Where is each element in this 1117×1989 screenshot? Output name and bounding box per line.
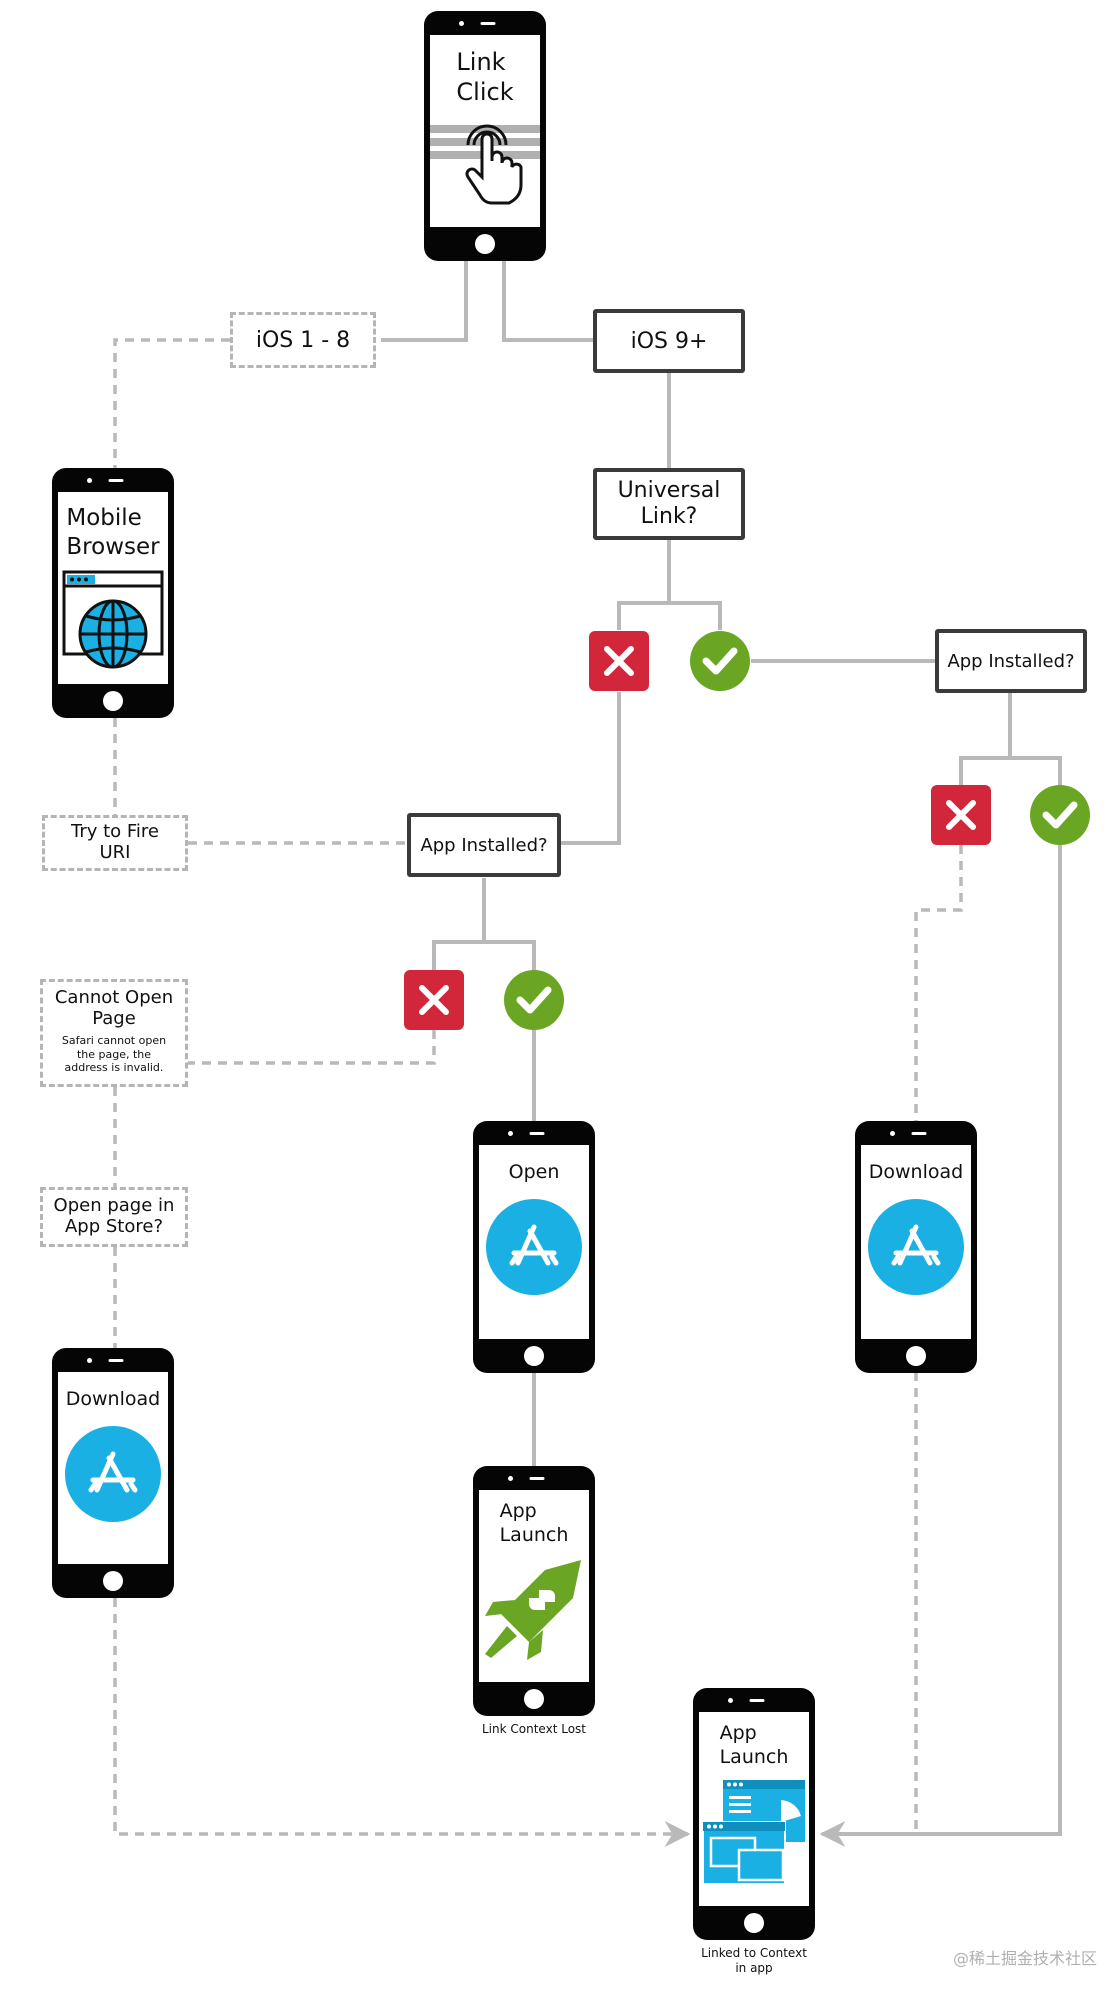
ios-new-label: iOS 9+ (630, 328, 708, 354)
app-launch-center-label: App Launch (499, 1500, 569, 1546)
universal-branch-ok-line (669, 601, 722, 630)
download-left-label: Download (65, 1388, 161, 1410)
universal-link-label: Universal Link? (617, 477, 721, 529)
watermark: @稀土掘金技术社区 (952, 1949, 1097, 1968)
download-left-to-launch-dashed (113, 1598, 691, 1847)
installed-center-branch-ok-line (484, 940, 536, 970)
installed-center-branch-line (432, 878, 486, 970)
app-store-icon (868, 1198, 964, 1295)
ios-new-node: iOS 9+ (593, 309, 745, 373)
open-app-store-node: Open page in App Store? (40, 1187, 188, 1247)
open-phone: Open (473, 1121, 595, 1373)
app-installed-right-node: App Installed? (935, 629, 1087, 693)
installed-right-branch-ok-line (1010, 756, 1062, 785)
browser-globe-icon (62, 570, 164, 676)
open-app-store-label: Open page in App Store? (53, 1195, 175, 1237)
linked-to-context-caption: Linked to Context in app (701, 1946, 807, 1975)
link-to-ios-new-line (502, 260, 593, 342)
cannot-open-detail: Safari cannot open the page, the address… (61, 1034, 167, 1074)
link-to-ios-old-line (381, 260, 468, 342)
center-no-to-cannot-open-dashed (188, 1030, 436, 1065)
mobile-browser-label: Mobile Browser (66, 505, 160, 560)
ios-old-to-browser-dashed (113, 338, 230, 468)
app-store-icon (65, 1425, 161, 1522)
ios-old-label: iOS 1 - 8 (255, 327, 351, 353)
installed-right-yes-icon (1030, 785, 1090, 845)
right-no-to-download-dashed (914, 845, 963, 1121)
open-label: Open (508, 1161, 560, 1183)
download-left-phone: Download (52, 1348, 174, 1598)
download-right-label: Download (868, 1161, 964, 1183)
app-windows-icon (701, 1778, 807, 1890)
universal-branch-line (617, 538, 671, 630)
link-click-phone: Link Click (424, 11, 546, 261)
app-installed-center-label: App Installed? (420, 834, 548, 856)
ios-old-node: iOS 1 - 8 (230, 312, 376, 368)
universal-link-node: Universal Link? (593, 468, 745, 540)
app-launch-bottom-phone: App Launch (693, 1688, 815, 1940)
link-context-lost-caption: Link Context Lost (482, 1722, 586, 1736)
installed-right-no-icon (931, 785, 991, 845)
universal-no-to-installed-line (561, 692, 621, 845)
rocket-icon (481, 1554, 587, 1664)
cannot-open-node: Cannot Open Page Safari cannot open the … (40, 979, 188, 1087)
try-fire-uri-label: Try to Fire URI (70, 821, 160, 863)
cannot-open-title: Cannot Open Page (54, 987, 174, 1029)
universal-yes-icon (690, 631, 750, 691)
app-launch-bottom-label: App Launch (719, 1722, 789, 1768)
universal-no-icon (589, 631, 649, 691)
app-installed-center-node: App Installed? (407, 813, 561, 877)
tap-hand-icon (430, 117, 540, 207)
installed-right-branch-line (959, 693, 1012, 785)
installed-center-yes-icon (504, 970, 564, 1030)
link-click-label: Link Click (456, 48, 514, 106)
try-fire-uri-node: Try to Fire URI (42, 815, 188, 871)
right-yes-to-launch-line (819, 845, 1062, 1847)
app-store-icon (486, 1198, 582, 1295)
app-installed-right-label: App Installed? (947, 650, 1075, 672)
app-launch-center-phone: App Launch (473, 1466, 595, 1716)
mobile-browser-phone: Mobile Browser (52, 468, 174, 718)
installed-center-no-icon (404, 970, 464, 1030)
download-right-phone: Download (855, 1121, 977, 1373)
